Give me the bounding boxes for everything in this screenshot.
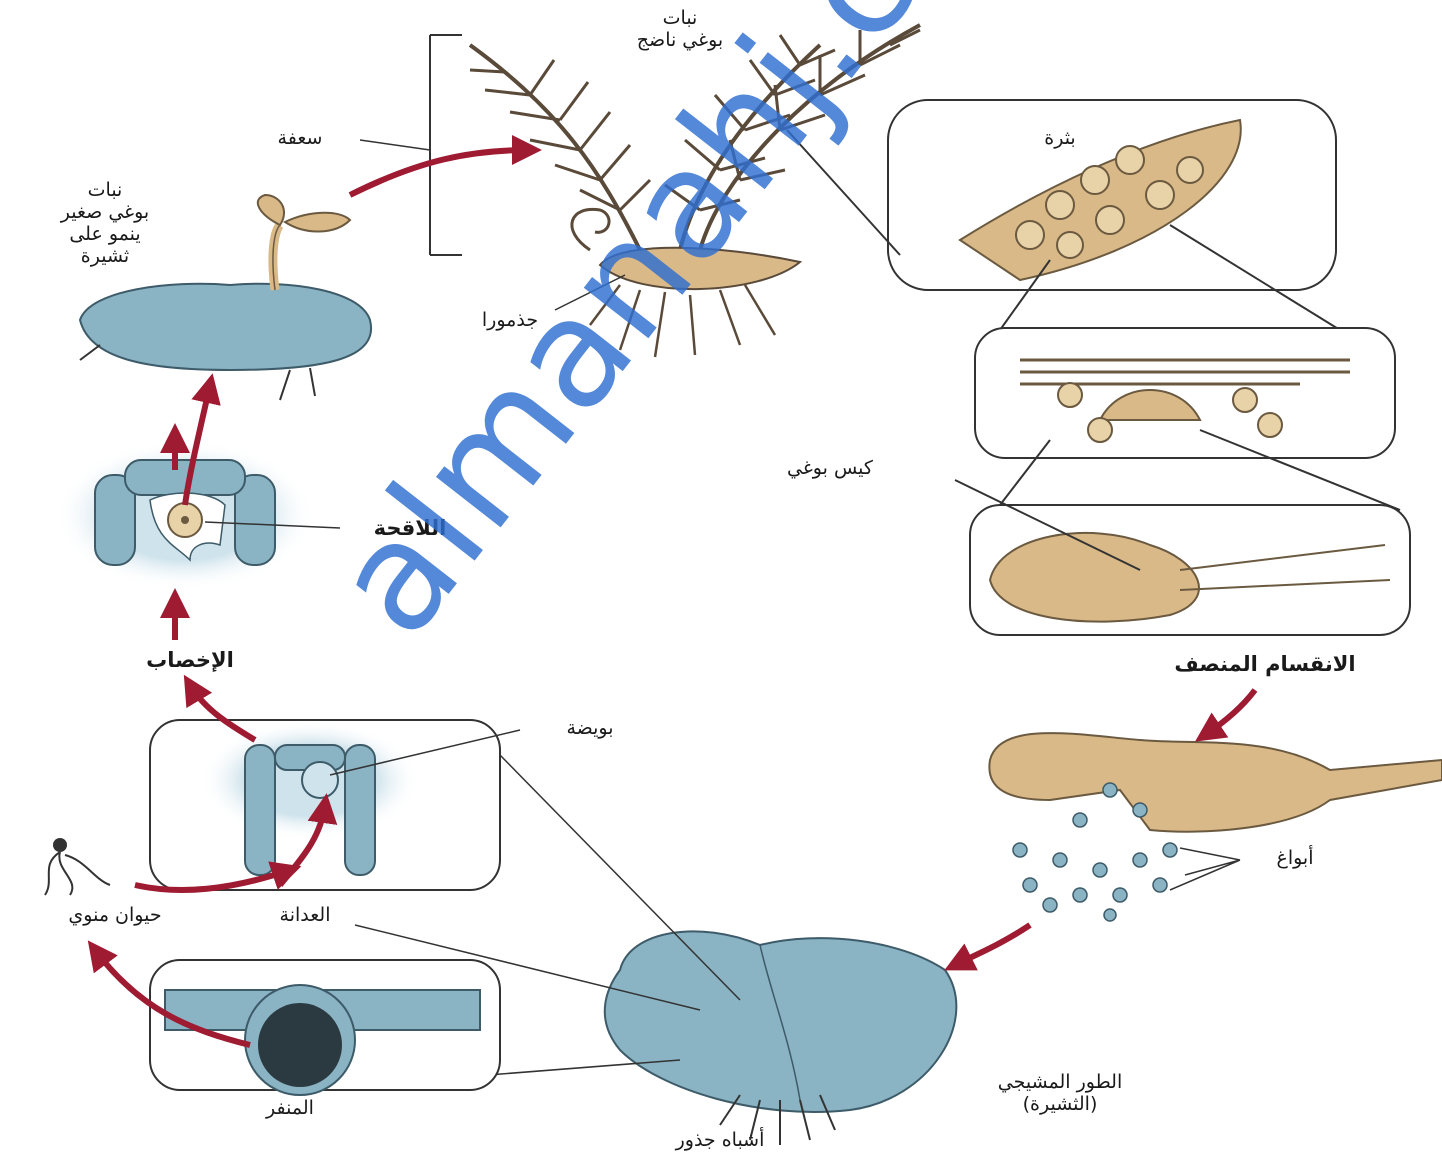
label-mature-sporophyte: نبات بوغي ناضج	[580, 8, 780, 52]
label-gametophyte: الطور المشيجي (الثشيرة)	[930, 1072, 1190, 1116]
label-sperm: حيوان منوي	[0, 905, 230, 927]
label-archegonium: العدانة	[240, 905, 370, 927]
label-epidermis: بثرة	[1000, 128, 1120, 150]
label-rhizome: جذمورا	[440, 310, 580, 332]
label-sporangium: كيس بوغي	[725, 458, 935, 480]
label-egg: بويضة	[520, 718, 660, 740]
sorus-panel	[975, 328, 1400, 510]
label-frond: سعفة	[245, 128, 355, 150]
label-fertilization: الإخصاب	[90, 648, 290, 672]
sporangium-panel	[955, 480, 1410, 635]
sperm	[45, 838, 110, 895]
zygote	[55, 440, 340, 590]
label-zygote: اللاقحة	[335, 516, 485, 540]
mature-sporophyte	[430, 25, 920, 357]
label-spores: أبواغ	[1240, 848, 1350, 870]
label-young-sporophyte: نبات بوغي صغير ينمو على ثشيرة	[20, 180, 190, 267]
label-meiosis: الانقسام المنصف	[1090, 652, 1440, 676]
label-antheridium: المنفر	[230, 1098, 350, 1120]
label-rhizoids: أشباه جذور	[600, 1130, 840, 1152]
spore-release	[989, 733, 1442, 921]
archegonium-panel	[150, 720, 520, 890]
